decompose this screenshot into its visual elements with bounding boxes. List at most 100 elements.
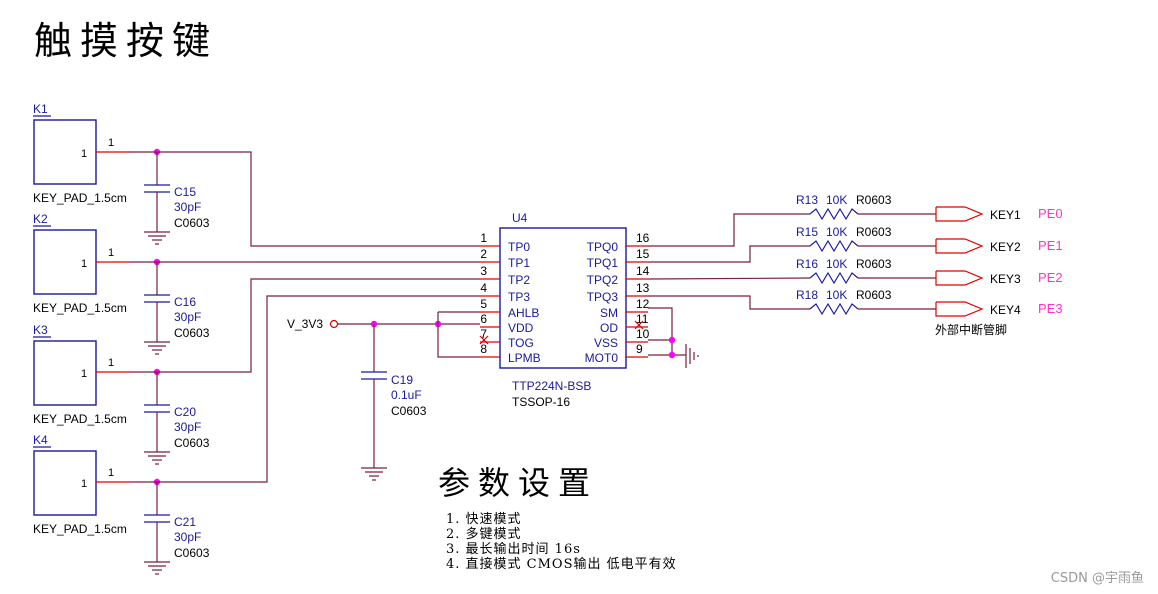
pad-pin-number: 1: [108, 247, 114, 259]
ic-pin-number: 7: [480, 327, 487, 341]
resistor-ref: R13: [796, 193, 818, 207]
ic-pin-number: 9: [636, 342, 643, 356]
ic-pin-number: 4: [480, 281, 487, 295]
trace: [130, 295, 480, 483]
ic-pin-number: 15: [636, 247, 650, 261]
resistor-package: R0603: [856, 225, 892, 239]
pad-ref: K3: [33, 323, 48, 337]
cap-package: C0603: [174, 326, 210, 340]
pad-ref: K1: [33, 102, 48, 116]
settings-title: 参数设置: [438, 464, 599, 502]
cap-value: 30pF: [174, 530, 201, 544]
resistor-value: 10K: [826, 288, 847, 302]
pad-footprint: KEY_PAD_1.5cm: [33, 191, 127, 205]
mcu-pin-label: PE0: [1038, 206, 1063, 221]
trace: [648, 213, 810, 247]
cap-value: 30pF: [174, 310, 201, 324]
pad-pin-number: 1: [108, 357, 114, 369]
resistor-package: R0603: [856, 193, 892, 207]
settings-notes: 1. 快速模式 2. 多键模式 3. 最长输出时间 16s 4. 直接模式 CM…: [446, 512, 677, 572]
note-item: 1. 快速模式: [446, 512, 522, 527]
note-item: 3. 最长输出时间 16s: [446, 542, 581, 557]
trace: [647, 277, 811, 280]
note-item: 4. 直接模式 CMOS输出 低电平有效: [446, 557, 677, 572]
output-port: [935, 301, 984, 317]
ic-pin-name: VDD: [508, 321, 534, 335]
mcu-pin-label: PE2: [1038, 270, 1063, 285]
ic-pin-number: 6: [480, 312, 487, 326]
cap-package: C0603: [174, 436, 210, 450]
junction-dot: [668, 336, 676, 344]
pad-pin-number: 1: [108, 467, 114, 479]
note-item: 2. 多键模式: [446, 527, 522, 542]
cap-value: 30pF: [174, 420, 201, 434]
junction-dot: [668, 351, 676, 359]
cap-value: 0.1uF: [391, 388, 422, 402]
resistor-value: 10K: [826, 225, 847, 239]
ic-pin-number: 16: [636, 231, 650, 245]
ic-pin-name: TP3: [508, 290, 530, 304]
output-net-label: KEY2: [990, 240, 1021, 254]
ic-pin-number: 13: [636, 281, 650, 295]
cap-ref: C20: [174, 405, 196, 419]
watermark: CSDN @宇雨鱼: [1050, 571, 1144, 586]
pad-footprint: KEY_PAD_1.5cm: [33, 412, 127, 426]
cap-ref: C15: [174, 185, 196, 199]
resistor-body: [809, 207, 859, 221]
cap-package: C0603: [391, 404, 427, 418]
pad-ref: K4: [33, 433, 48, 447]
ic-pin-name: TPQ3: [587, 290, 619, 304]
resistor-value: 10K: [826, 257, 847, 271]
output-port: [935, 206, 984, 222]
ic-pin-name: TPQ0: [587, 240, 619, 254]
ic-pin-number: 11: [636, 312, 649, 326]
cap-ref: C19: [391, 373, 413, 387]
ic-pin-name: OD: [600, 321, 618, 335]
touch-pad-body: [33, 450, 97, 516]
ic-pin-name: TP2: [508, 273, 530, 287]
mcu-pin-label: PE3: [1038, 301, 1063, 316]
pad-footprint: KEY_PAD_1.5cm: [33, 522, 127, 536]
resistor-value: 10K: [826, 193, 847, 207]
pad-number: 1: [81, 258, 87, 270]
ic-pin-name: TPQ2: [587, 273, 619, 287]
supply-net-label: V_3V3: [287, 317, 323, 331]
pad-number: 1: [81, 148, 87, 160]
no-connect-mark: [634, 320, 644, 330]
ic-pin-name: MOT0: [585, 351, 619, 365]
ic-pin-number: 3: [480, 264, 487, 278]
mcu-pin-label: PE1: [1038, 238, 1063, 253]
output-net-label: KEY1: [990, 208, 1021, 222]
output-port: [935, 270, 984, 286]
ic-pin-name: TP0: [508, 240, 530, 254]
ic-pin-number: 14: [636, 264, 650, 278]
cap-package: C0603: [174, 216, 210, 230]
pad-ref: K2: [33, 212, 48, 226]
touch-pad-body: [33, 340, 97, 406]
ic-pin-number: 10: [636, 327, 650, 341]
resistor-body: [809, 239, 859, 253]
ic-pin-name: VSS: [594, 336, 618, 350]
cap-ref: C21: [174, 515, 196, 529]
ic-pin-number: 5: [480, 297, 487, 311]
ic-pin-name: TOG: [508, 336, 534, 350]
ic-pin-number: 8: [480, 342, 487, 356]
ic-pin-name: TP1: [508, 256, 530, 270]
supply-wire: [437, 312, 480, 358]
resistor-ref: R18: [796, 288, 818, 302]
ic-ref: U4: [512, 211, 528, 225]
resistor-package: R0603: [856, 257, 892, 271]
no-connect-mark: [479, 335, 489, 345]
pad-footprint: KEY_PAD_1.5cm: [33, 301, 127, 315]
cap-package: C0603: [174, 546, 210, 560]
pad-number: 1: [81, 368, 87, 380]
ic-pin-name: SM: [600, 306, 618, 320]
resistor-body: [809, 271, 859, 285]
ic-pin-number: 2: [480, 247, 487, 261]
trace: [130, 151, 480, 247]
ic-pin-name: AHLB: [508, 306, 539, 320]
ic-pin-name: LPMB: [508, 351, 541, 365]
ic-pin-name: TPQ1: [587, 256, 619, 270]
cap-ref: C16: [174, 295, 196, 309]
